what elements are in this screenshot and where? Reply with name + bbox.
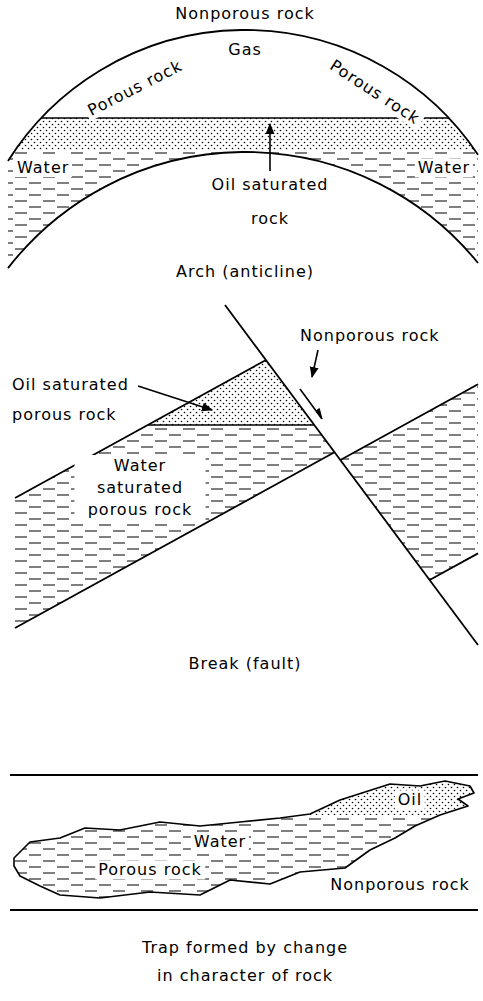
bed-boundary — [10, 909, 478, 911]
fluid-label: Water — [191, 832, 249, 851]
bed-boundary — [15, 452, 335, 628]
bed-boundary — [340, 384, 478, 460]
rock-label: Porous rock — [324, 54, 426, 130]
fluid-label: Oil saturated porous rock — [12, 370, 147, 430]
fluid-label: Water saturated porous rock — [75, 455, 206, 521]
panel-caption: Trap formed by change in character of ro… — [135, 934, 355, 990]
leader-arrow — [312, 350, 318, 377]
slip-arrow — [300, 389, 322, 419]
leader-arrow — [138, 386, 212, 410]
oil-zone — [0, 770, 483, 815]
rock-label: Nonporous rock — [175, 4, 315, 23]
gas-oil-contact — [41, 117, 449, 119]
bed-boundary — [430, 553, 478, 580]
fluid-label: Oil — [395, 790, 425, 809]
water-zone — [340, 384, 478, 580]
water-zone — [15, 425, 335, 628]
panel-caption: Arch (anticline) — [176, 262, 314, 281]
fluid-label: Water — [14, 158, 72, 177]
rock-label: Nonporous rock — [330, 875, 470, 894]
outer-arch — [8, 30, 478, 161]
slip-arrowhead — [316, 409, 322, 420]
leader-arrow — [269, 124, 271, 171]
panel-caption: Break (fault) — [189, 654, 302, 673]
fluid-label: Water — [415, 158, 473, 177]
fault-line — [225, 305, 478, 645]
rock-label: Porous rock — [82, 55, 188, 122]
water-zone — [0, 150, 483, 300]
oil-water-contact — [148, 424, 314, 426]
porous-lens — [14, 781, 474, 898]
rock-label: Porous rock — [95, 860, 205, 879]
rock-label: Nonporous rock — [300, 326, 440, 345]
bed-boundary — [10, 774, 478, 776]
fluid-label: Gas — [228, 40, 262, 59]
inner-arch — [8, 152, 478, 268]
fluid-label: Oil saturated rock — [203, 168, 338, 236]
